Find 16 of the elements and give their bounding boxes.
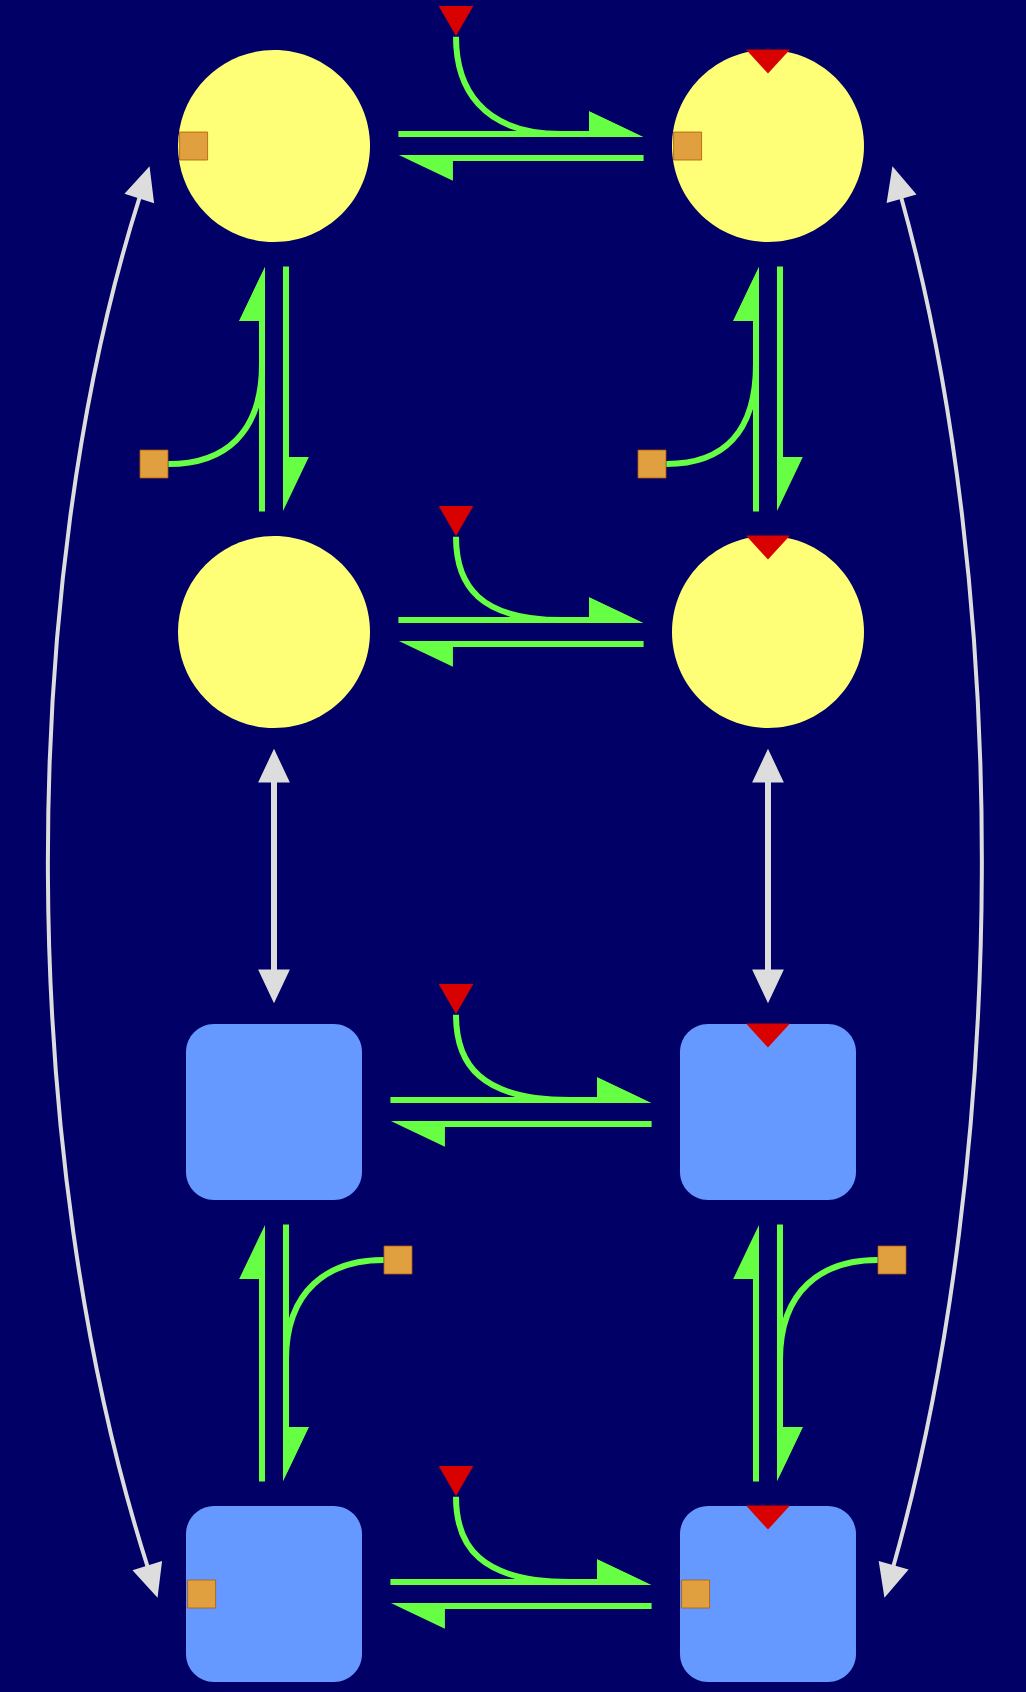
ligand-square xyxy=(637,449,667,479)
ligand-triangle xyxy=(438,506,474,536)
ligand-square xyxy=(139,449,169,479)
rounded-square-node xyxy=(186,1506,362,1682)
ligand-triangle xyxy=(438,6,474,36)
ligand-square xyxy=(383,1245,413,1275)
rounded-square-node xyxy=(680,1024,856,1200)
rounded-square-node xyxy=(680,1506,856,1682)
circle-node xyxy=(672,50,864,242)
circle-node xyxy=(178,536,370,728)
rounded-square-node xyxy=(186,1024,362,1200)
circle-node xyxy=(178,50,370,242)
circle-node xyxy=(672,536,864,728)
ligand-triangle xyxy=(438,1466,474,1496)
ligand-square xyxy=(877,1245,907,1275)
ligand-triangle xyxy=(438,984,474,1014)
